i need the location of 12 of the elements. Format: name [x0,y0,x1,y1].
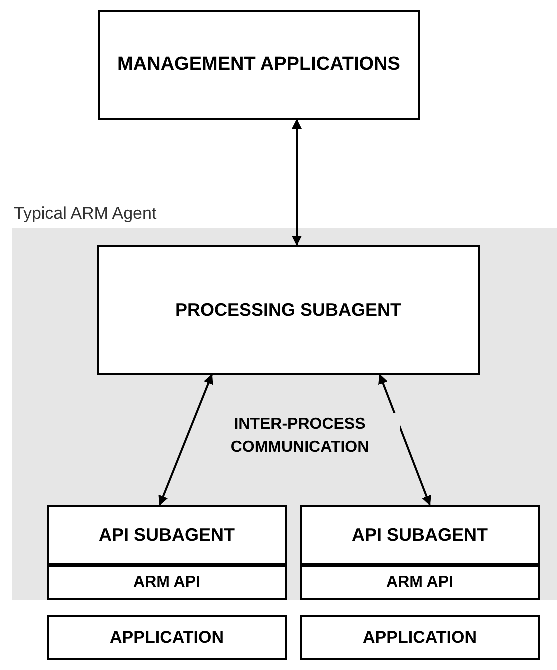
double-arrow [378,374,432,506]
process-box: PROCESSING SUBAGENT [97,245,480,375]
region-title: Typical ARM Agent [14,204,157,224]
process-box: APPLICATION [47,615,287,660]
process-box: MANAGEMENT APPLICATIONS [98,10,420,120]
process-box: API SUBAGENT [300,505,540,565]
double-arrow [292,119,302,246]
double-arrow [158,374,214,506]
process-box: ARM API [47,565,287,600]
process-box: APPLICATION [300,615,540,660]
process-box: ARM API [300,565,540,600]
process-box: API SUBAGENT [47,505,287,565]
